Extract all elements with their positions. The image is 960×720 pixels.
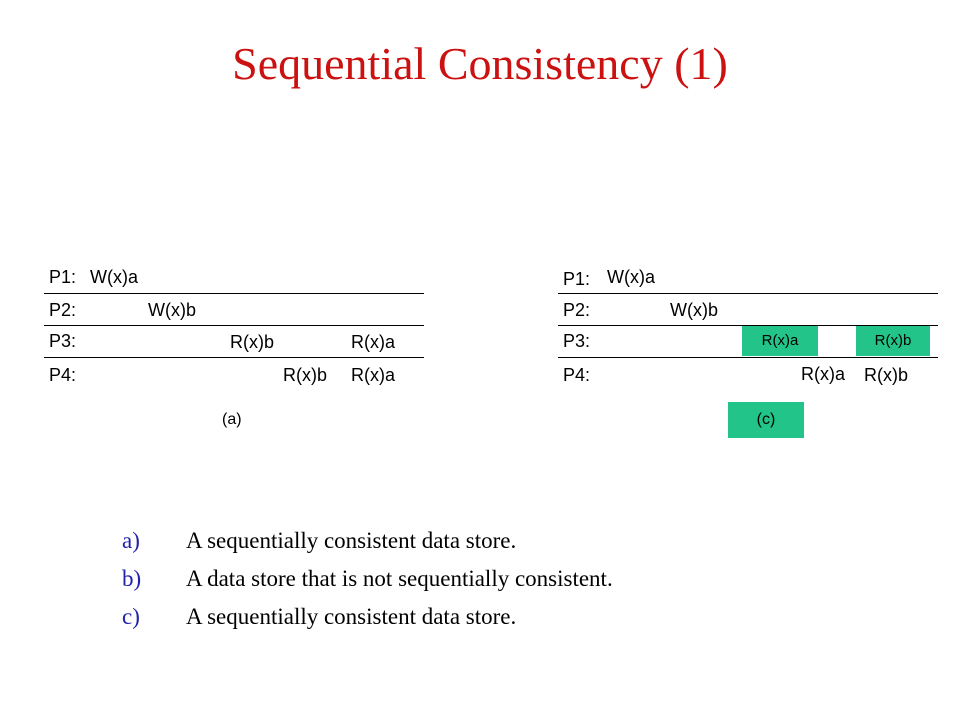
op-w-x-b: W(x)b	[148, 300, 196, 320]
op-w-x-a: W(x)a	[90, 267, 138, 287]
list-marker: b)	[122, 566, 142, 591]
timeline-p1	[558, 293, 938, 294]
op-r-x-a: R(x)a	[801, 364, 845, 384]
timeline-p2	[558, 325, 938, 326]
row-label-p1: P1:	[49, 267, 77, 287]
row-label-p3: P3:	[563, 331, 591, 351]
row-label-p3: P3:	[49, 331, 77, 351]
row-label-p2: P2:	[563, 300, 591, 320]
timeline-p3	[44, 357, 424, 358]
timeline-p3	[558, 357, 938, 358]
highlighted-op-r-x-a: R(x)a	[742, 326, 818, 356]
op-w-x-a: W(x)a	[607, 267, 655, 287]
list-text: A sequentially consistent data store.	[186, 604, 517, 629]
timeline-p1	[44, 293, 424, 294]
highlighted-op-r-x-b: R(x)b	[856, 326, 930, 356]
row-label-p4: P4:	[49, 365, 77, 385]
row-label-p2: P2:	[49, 300, 77, 320]
list-marker: c)	[122, 604, 140, 629]
op-w-x-b: W(x)b	[670, 300, 718, 320]
op-r-x-b: R(x)b	[230, 332, 274, 352]
row-label-p1: P1:	[563, 269, 591, 289]
list-text: A data store that is not sequentially co…	[186, 566, 613, 591]
diagram-caption: (a)	[222, 411, 242, 428]
row-label-p4: P4:	[563, 365, 591, 385]
page-title: Sequential Consistency (1)	[232, 38, 728, 89]
list-text: A sequentially consistent data store.	[186, 528, 517, 553]
timeline-p2	[44, 325, 424, 326]
list-marker: a)	[122, 528, 140, 553]
op-r-x-a: R(x)a	[351, 365, 395, 385]
op-r-x-b: R(x)b	[864, 365, 908, 385]
op-r-x-b: R(x)b	[283, 365, 327, 385]
op-r-x-a: R(x)a	[351, 332, 395, 352]
diagram-caption-highlighted: (c)	[728, 402, 804, 438]
